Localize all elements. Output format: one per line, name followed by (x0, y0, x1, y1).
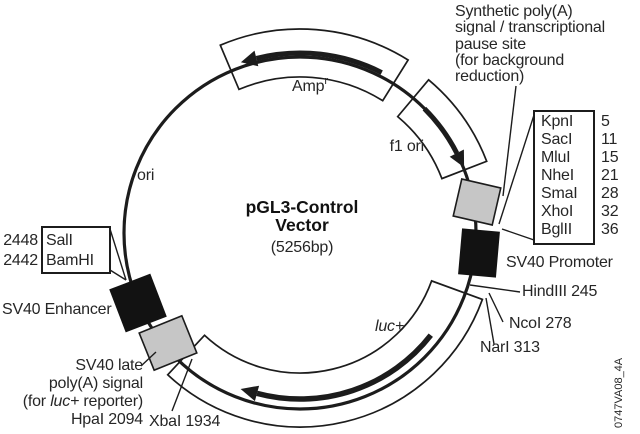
luc-gene-arrow-box (166, 279, 484, 428)
late-polya-line: poly(A) signal (49, 375, 143, 392)
sv40-late-polya-box (138, 314, 198, 372)
sv40-promoter-box (458, 228, 500, 278)
mcs-enzyme: NheI (541, 167, 574, 184)
sv40-promoter-label: SV40 Promoter (506, 254, 614, 271)
mcs-enzyme: XhoI (541, 203, 573, 220)
late-polya-line3-post: reporter) (79, 393, 143, 410)
late-polya-line: (for luc+ reporter) (23, 393, 143, 410)
mcs-enzyme: SacI (541, 131, 572, 148)
mcs-callout-wedge-top (498, 114, 535, 225)
late-polya-line3-gene: luc+ (50, 393, 79, 410)
mcs-enzyme-list: KpnI SacI MluI NheI SmaI XhoI BglII 5 11… (541, 113, 619, 238)
mcs-position: 21 (601, 167, 619, 184)
site-number: 2442 (3, 252, 38, 269)
mcs-enzyme: BglII (541, 221, 572, 238)
synthetic-polya-line: signal / transcriptional (455, 19, 605, 36)
sv40-late-polya-box-rect (138, 314, 198, 372)
mcs-position: 36 (601, 221, 619, 238)
sali-bamhi-box (41, 226, 111, 274)
synthetic-polya-box (452, 178, 502, 226)
xbai-site-label: XbaI 1934 (149, 413, 220, 430)
late-polya-leader (140, 351, 157, 367)
xbai-leader (171, 358, 193, 412)
hindiii-site-label: HindIII 245 (522, 283, 597, 300)
site-enzyme: BamHI (46, 252, 94, 269)
nari-leader (485, 297, 495, 345)
plasmid-title: pGL3-Control Vector (5256bp) (246, 197, 359, 256)
ori-label: ori (137, 167, 154, 184)
mcs-position: 11 (601, 131, 618, 148)
late-polya-line: SV40 late (75, 357, 143, 374)
plasmid-name-line1: pGL3-Control (246, 197, 359, 217)
luc-gene-label: luc+ (375, 318, 404, 335)
sali-bamhi-list: 2448 2442 SalI BamHI (3, 232, 94, 269)
late-polya-label: SV40 late poly(A) signal (for luc+ repor… (23, 357, 144, 428)
site-number: 2448 (3, 232, 38, 249)
amp-label-superscript: r (324, 75, 328, 87)
amp-gene-label: Ampr (292, 75, 328, 95)
hpai-site-label: HpaI 2094 (71, 411, 143, 428)
luc-direction-arrow (256, 333, 433, 402)
late-polya-line3-pre: (for (23, 393, 50, 410)
mcs-position: 15 (601, 149, 619, 166)
ncoi-site-label: NcoI 278 (509, 315, 572, 332)
amp-gene-arrow-box (219, 28, 410, 102)
luc-arrowhead-icon (240, 385, 260, 402)
synthetic-polya-line: reduction) (455, 68, 524, 85)
mcs-sites-box (533, 110, 595, 245)
synthetic-polya-line: (for background (455, 52, 564, 69)
synthetic-polya-line: Synthetic poly(A) (455, 3, 573, 20)
sv40-enhancer-box (109, 273, 167, 333)
amp-arrowhead-icon (240, 50, 259, 67)
plasmid-name-line2: Vector (275, 215, 329, 235)
mcs-position: 5 (601, 113, 610, 130)
mcs-enzyme: KpnI (541, 113, 573, 130)
sv40-promoter-box-rect (458, 228, 500, 278)
amp-direction-arrow (255, 50, 383, 75)
hindiii-leader (469, 284, 521, 293)
mcs-enzyme: SmaI (541, 185, 578, 202)
f1-direction-arrow (422, 106, 460, 155)
synthetic-polya-label: Synthetic poly(A) signal / transcription… (455, 3, 605, 85)
mcs-position: 32 (601, 203, 619, 220)
synthetic-polya-box-rect (452, 178, 502, 226)
mcs-callout-wedge-bottom (501, 228, 535, 241)
nari-site-label: NarI 313 (480, 339, 540, 356)
f1-ori-label: f1 ori (390, 138, 424, 155)
sali-bamhi-wedge-bottom (109, 269, 127, 281)
sali-bamhi-wedge-top (109, 228, 127, 281)
mcs-position: 28 (601, 185, 619, 202)
f1-ori-arrow-box (396, 78, 488, 180)
mcs-enzyme: MluI (541, 149, 570, 166)
ncoi-leader (488, 292, 504, 323)
synthetic-polya-line: pause site (455, 36, 526, 53)
f1-arrowhead-icon (449, 149, 465, 168)
site-enzyme: SalI (46, 232, 73, 249)
amp-label-base: Amp (292, 78, 325, 95)
sv40-enhancer-box-rect (109, 273, 167, 333)
plasmid-size-label: (5256bp) (271, 239, 333, 256)
sv40-enhancer-label: SV40 Enhancer (2, 301, 112, 318)
figure-code-label: 0747VA08_4A (613, 357, 625, 428)
synthetic-polya-leader (502, 85, 517, 197)
